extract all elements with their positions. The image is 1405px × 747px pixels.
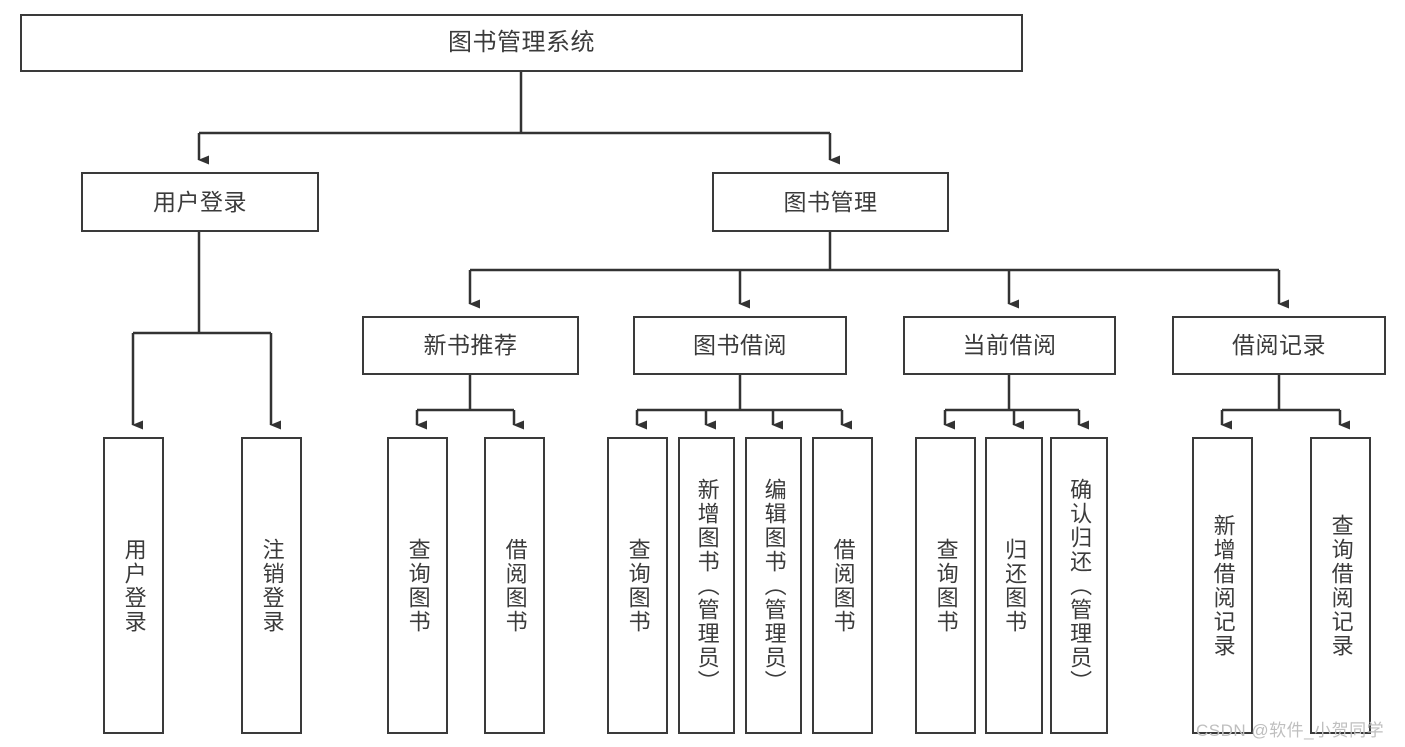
node-leaf-query-borrow-record[interactable]: 查询借阅记录: [1310, 437, 1371, 734]
node-leaf-borrow-book[interactable]: 借阅图书: [812, 437, 873, 734]
node-leaf-return-book[interactable]: 归还图书: [985, 437, 1043, 734]
node-leaf-add-borrow-record[interactable]: 新增借阅记录: [1192, 437, 1253, 734]
node-leaf-add-book-admin[interactable]: 新增图书（管理员）: [678, 437, 735, 734]
node-leaf-confirm-return-admin[interactable]: 确认归还（管理员）: [1050, 437, 1108, 734]
node-label: 查询借阅记录: [1328, 513, 1354, 658]
node-label: 新增图书（管理员）: [694, 477, 720, 694]
node-label: 用户登录: [153, 188, 247, 215]
node-label: 归还图书: [1002, 537, 1028, 634]
node-label: 新增借阅记录: [1210, 513, 1236, 658]
node-label: 图书管理系统: [448, 29, 595, 57]
node-label: 用户登录: [121, 537, 147, 634]
node-label: 查询图书: [933, 537, 959, 634]
node-leaf-edit-book-admin[interactable]: 编辑图书（管理员）: [745, 437, 802, 734]
node-label: 查询图书: [625, 537, 651, 634]
node-label: 编辑图书（管理员）: [761, 477, 787, 694]
node-label: 新书推荐: [423, 332, 518, 359]
edge-root-to-level2: [197, 72, 840, 165]
node-label: 查询图书: [405, 537, 431, 634]
node-label: 注销登录: [259, 537, 285, 634]
node-label: 借阅记录: [1232, 332, 1326, 359]
node-leaf-borrow-book-recommend[interactable]: 借阅图书: [484, 437, 545, 734]
edge-borrow-record-to-leaves: [1220, 375, 1350, 430]
node-label: 图书借阅: [693, 332, 787, 359]
node-root-book-management-system[interactable]: 图书管理系统: [20, 14, 1023, 72]
node-user-login[interactable]: 用户登录: [81, 172, 319, 232]
node-label: 借阅图书: [830, 537, 856, 634]
node-leaf-query-book-current[interactable]: 查询图书: [915, 437, 976, 734]
node-current-borrow[interactable]: 当前借阅: [903, 316, 1116, 375]
node-label: 图书管理: [783, 188, 878, 215]
edge-user-login-to-leaves: [131, 232, 281, 430]
node-label: 当前借阅: [962, 332, 1057, 359]
node-leaf-user-login[interactable]: 用户登录: [103, 437, 164, 734]
node-label: 确认归还（管理员）: [1067, 477, 1093, 694]
node-label: 借阅图书: [502, 537, 528, 634]
node-leaf-query-book-borrow[interactable]: 查询图书: [607, 437, 668, 734]
node-leaf-query-book-recommend[interactable]: 查询图书: [387, 437, 448, 734]
node-book-borrow[interactable]: 图书借阅: [633, 316, 847, 375]
edge-borrow-to-leaves: [635, 375, 852, 430]
node-leaf-logout[interactable]: 注销登录: [241, 437, 302, 734]
edge-book-mgmt-to-level3: [468, 232, 1289, 309]
edge-new-book-to-leaves: [415, 375, 524, 430]
node-borrow-record[interactable]: 借阅记录: [1172, 316, 1386, 375]
node-book-management[interactable]: 图书管理: [712, 172, 949, 232]
edge-current-borrow-to-leaves: [943, 375, 1089, 430]
node-new-book-recommend[interactable]: 新书推荐: [362, 316, 579, 375]
